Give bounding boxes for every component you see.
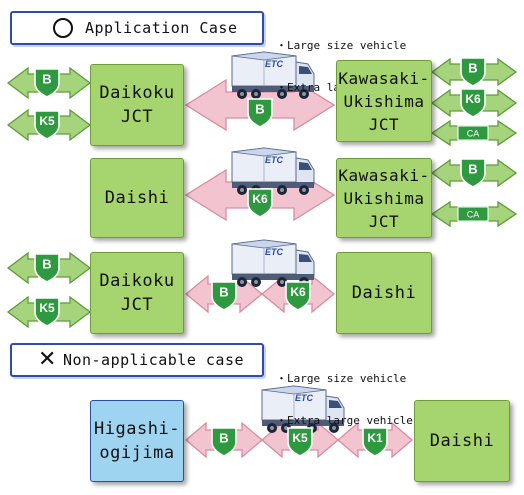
daishi-box: Daishi — [336, 252, 432, 334]
route-k1-shield: K1 — [362, 427, 388, 457]
svg-text:K6: K6 — [290, 285, 306, 299]
svg-text:B: B — [468, 60, 477, 75]
box-label: Daishi — [351, 283, 417, 303]
x-mark-icon: ✕ — [38, 347, 57, 372]
svg-text:B: B — [219, 284, 228, 299]
etc-label: ETC — [265, 59, 284, 69]
box-label: Daishi — [429, 431, 495, 451]
daishi-box: Daishi — [414, 400, 510, 482]
non-applicable-label: Non-applicable case — [62, 351, 245, 369]
etc-label: ETC — [265, 155, 284, 165]
svg-text:CA: CA — [467, 209, 480, 219]
application-case-label: Application Case — [85, 19, 238, 37]
svg-text:B: B — [255, 101, 264, 116]
svg-text:B: B — [468, 161, 477, 176]
route-k5-shield: K5 — [287, 427, 313, 457]
application-case-header: Application Case — [10, 11, 264, 45]
route-b-shield: B — [211, 427, 237, 457]
svg-text:K5: K5 — [39, 301, 55, 315]
kawasaki-ukishima-jct-box: Kawasaki- Ukishima JCT — [336, 60, 432, 142]
route-b-shield: B — [460, 57, 486, 87]
route-b-shield: B — [34, 253, 60, 283]
daikoku-jct-box: Daikoku JCT — [90, 64, 184, 146]
svg-text:K1: K1 — [367, 431, 383, 445]
svg-text:B: B — [219, 430, 228, 445]
svg-text:K6: K6 — [465, 92, 481, 106]
note-large: ・Large size vehicle — [276, 372, 407, 385]
svg-text:B: B — [42, 71, 51, 86]
route-k5-shield: K5 — [34, 110, 60, 140]
route-b-shield: B — [211, 281, 237, 311]
vehicle-notes: ・Large size vehicle ・Extra large vehicle — [276, 344, 413, 442]
route-b-shield: B — [247, 98, 273, 128]
svg-text:K5: K5 — [39, 114, 55, 128]
svg-text:K6: K6 — [252, 192, 268, 206]
box-label: Higashi- ogijima — [94, 419, 180, 463]
daikoku-jct-box: Daikoku JCT — [90, 252, 184, 334]
etc-label: ETC — [265, 247, 284, 257]
box-label: Daikoku JCT — [99, 83, 175, 127]
route-k6-shield: K6 — [460, 88, 486, 118]
svg-text:CA: CA — [467, 128, 480, 138]
svg-text:K5: K5 — [292, 431, 308, 445]
svg-text:B: B — [42, 256, 51, 271]
route-k5-shield: K5 — [34, 297, 60, 327]
box-label: Daikoku JCT — [99, 271, 175, 315]
ca-sign: CA — [457, 206, 489, 222]
note-large: ・Large size vehicle — [276, 39, 407, 52]
ca-sign: CA — [457, 125, 489, 141]
higashi-ogijima-box: Higashi- ogijima — [90, 400, 184, 482]
route-b-shield: B — [34, 68, 60, 98]
circle-icon — [53, 18, 73, 38]
box-label: Kawasaki- Ukishima JCT — [338, 165, 430, 231]
route-k6-shield: K6 — [247, 188, 273, 218]
kawasaki-ukishima-jct-box: Kawasaki- Ukishima JCT — [336, 158, 432, 238]
box-label: Kawasaki- Ukishima JCT — [338, 68, 430, 134]
note-extra-large: ・Extra large vehicle — [276, 414, 413, 427]
daishi-box: Daishi — [90, 158, 184, 238]
box-label: Daishi — [104, 188, 170, 208]
etc-label: ETC — [295, 393, 314, 403]
route-b-shield: B — [460, 158, 486, 188]
non-applicable-header: ✕ Non-applicable case — [10, 343, 264, 377]
route-k6-shield: K6 — [285, 281, 311, 311]
